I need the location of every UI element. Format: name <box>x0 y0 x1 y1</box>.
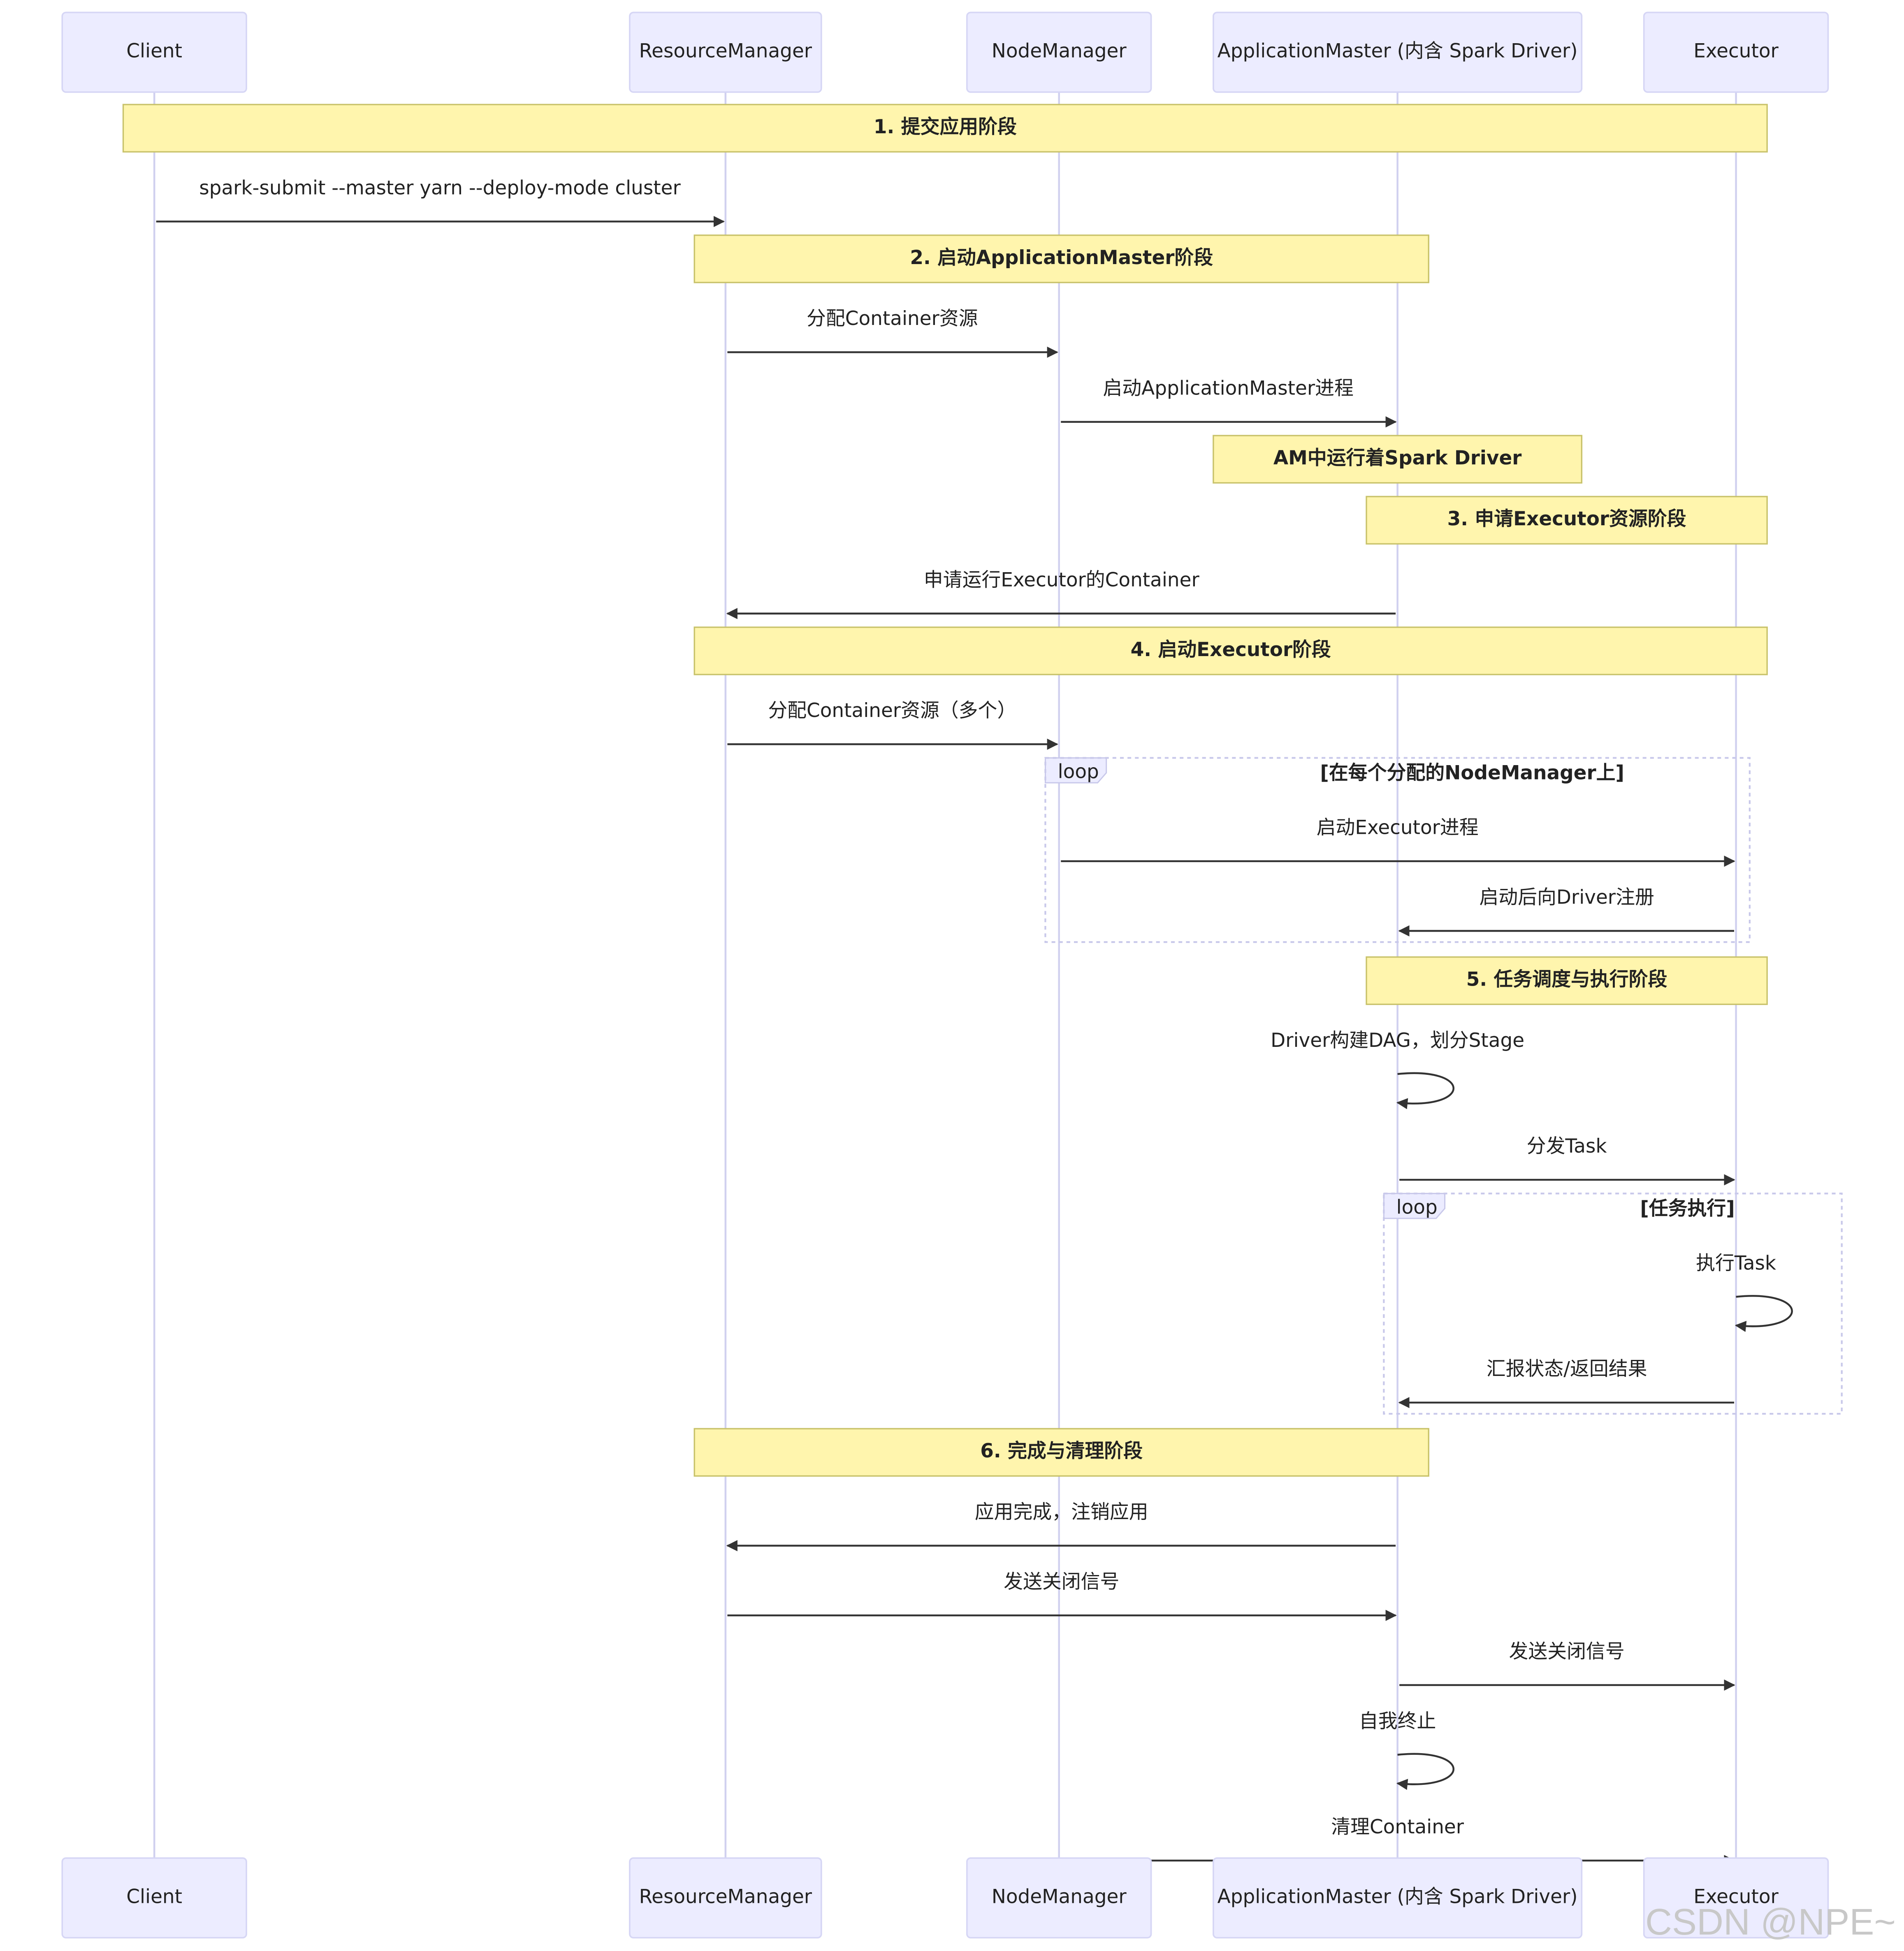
message-label: 分发Task <box>1527 1135 1607 1158</box>
message-label: 申请运行Executor的Container <box>924 568 1200 591</box>
participant-box-client-top <box>61 12 247 93</box>
participant-box-am-top <box>1213 12 1583 93</box>
phase-note <box>693 1428 1429 1477</box>
participant-label-rm-bottom: ResourceManager <box>639 1885 812 1908</box>
message-label: 发送关闭信号 <box>1004 1571 1119 1593</box>
participant-label-ex-top: Executor <box>1693 40 1779 63</box>
phase-note <box>1366 956 1768 1005</box>
participant-label-ex-bottom: Executor <box>1693 1885 1779 1908</box>
loop-condition: [在每个分配的NodeManager上] <box>1320 761 1624 784</box>
message-label: spark-submit --master yarn --deploy-mode… <box>199 176 681 199</box>
participant-box-rm-top <box>629 12 822 93</box>
participant-label-rm-top: ResourceManager <box>639 40 812 63</box>
phase-note <box>693 626 1768 675</box>
message-label: 发送关闭信号 <box>1509 1640 1624 1663</box>
self-message-label: Driver构建DAG，划分Stage <box>1271 1029 1524 1052</box>
self-message-label: 执行Task <box>1696 1252 1776 1274</box>
message-label: 应用完成，注销应用 <box>975 1501 1148 1523</box>
participant-box-nm-top <box>966 12 1152 93</box>
self-message-label: 自我终止 <box>1359 1710 1436 1733</box>
participant-label-client-bottom: Client <box>126 1885 182 1908</box>
message-label: 启动ApplicationMaster进程 <box>1103 377 1354 399</box>
phase-note <box>693 234 1429 283</box>
phase-note-label: AM中运行着Spark Driver <box>1273 447 1522 469</box>
participant-label-nm-bottom: NodeManager <box>992 1885 1127 1908</box>
participant-box-rm-bottom <box>629 1857 822 1939</box>
phase-note <box>122 104 1768 153</box>
message-label: 启动Executor进程 <box>1317 816 1479 839</box>
message-label: 分配Container资源（多个） <box>768 699 1016 722</box>
self-message-arrow <box>1735 1295 1793 1332</box>
phase-note <box>1213 435 1583 484</box>
loop-frame <box>1044 757 1751 943</box>
loop-tag: loop <box>1058 760 1099 783</box>
participant-box-ex-bottom <box>1643 1857 1829 1939</box>
loop-condition: [任务执行] <box>1640 1197 1735 1220</box>
watermark: CSDN @NPE~ <box>1645 1902 1896 1943</box>
self-message-arrow <box>1396 1072 1454 1109</box>
loop-frame <box>1383 1192 1843 1415</box>
phase-note-label: 2. 启动ApplicationMaster阶段 <box>910 246 1213 269</box>
message-label: 清理Container <box>1331 1816 1464 1838</box>
message-label: 启动后向Driver注册 <box>1479 886 1654 909</box>
participant-label-am-bottom: ApplicationMaster (内含 Spark Driver) <box>1218 1885 1578 1908</box>
participant-box-client-bottom <box>61 1857 247 1939</box>
message-label: 汇报状态/返回结果 <box>1487 1358 1647 1380</box>
self-message-arrow <box>1396 1753 1454 1790</box>
phase-note-label: 4. 启动Executor阶段 <box>1131 638 1331 661</box>
loop-tag: loop <box>1396 1196 1438 1218</box>
participant-label-client-top: Client <box>126 40 182 63</box>
phase-note-label: 3. 申请Executor资源阶段 <box>1447 508 1686 530</box>
participant-box-nm-bottom <box>966 1857 1152 1939</box>
participant-label-am-top: ApplicationMaster (内含 Spark Driver) <box>1218 40 1578 63</box>
phase-note-label: 1. 提交应用阶段 <box>874 116 1017 138</box>
loop-tag-box <box>1383 1192 1446 1219</box>
participant-box-am-bottom <box>1213 1857 1583 1939</box>
phase-note-label: 5. 任务调度与执行阶段 <box>1466 968 1667 991</box>
participant-box-ex-top <box>1643 12 1829 93</box>
phase-note-label: 6. 完成与清理阶段 <box>980 1440 1143 1462</box>
participant-label-nm-top: NodeManager <box>992 40 1127 63</box>
message-label: 分配Container资源 <box>807 307 978 330</box>
phase-note <box>1366 496 1768 545</box>
